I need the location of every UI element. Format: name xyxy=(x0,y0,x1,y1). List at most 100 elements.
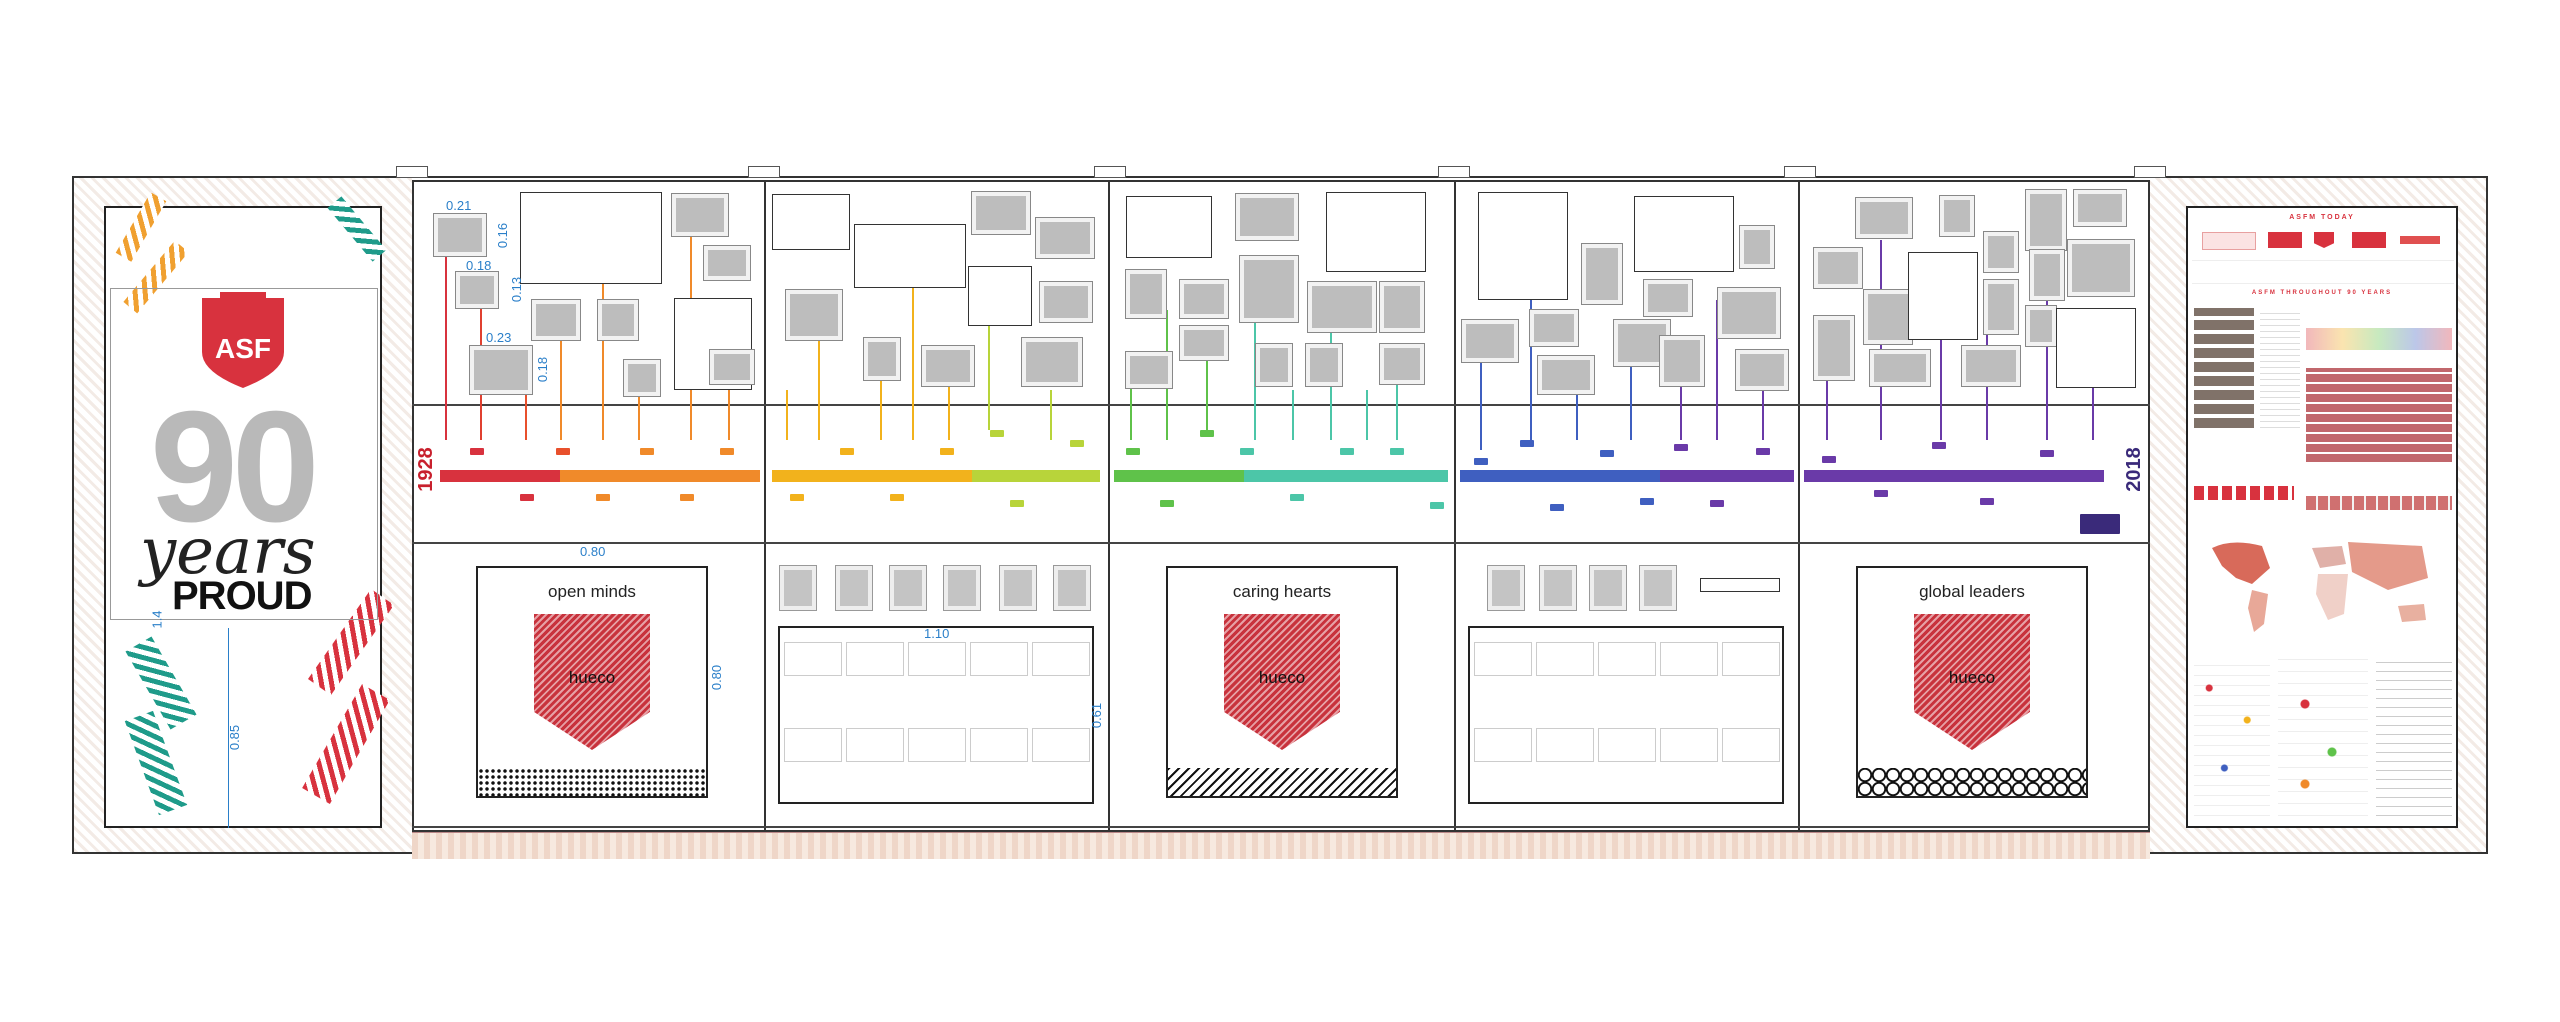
stem xyxy=(560,336,562,440)
text-panel xyxy=(1700,578,1780,592)
photo xyxy=(2067,239,2135,297)
panel-divider-2 xyxy=(1108,180,1110,832)
tick xyxy=(1550,504,1564,511)
timeline-bar-teal xyxy=(1244,470,1448,482)
value-placeholder: hueco xyxy=(1258,668,1306,687)
ribbon-teal-3 xyxy=(124,710,188,816)
stem xyxy=(1292,390,1294,440)
text-panel xyxy=(1326,192,1426,272)
grid-cell xyxy=(908,728,966,762)
map-africa xyxy=(2316,574,2348,620)
grid-cell xyxy=(1032,728,1090,762)
ribbon-red-2 xyxy=(302,684,390,804)
value-placeholder: hueco xyxy=(568,668,616,687)
value-card-open-minds: open minds hueco xyxy=(476,566,708,798)
stem xyxy=(988,320,990,430)
tick xyxy=(1822,456,1836,463)
stem xyxy=(638,364,640,440)
dot-pattern xyxy=(478,768,706,796)
stem xyxy=(1396,380,1398,440)
photo xyxy=(1539,565,1577,611)
tick xyxy=(1340,448,1354,455)
icon-collage-1 xyxy=(2194,656,2270,816)
stem xyxy=(602,280,604,440)
icon-collage-2 xyxy=(2278,656,2368,816)
photo xyxy=(1589,565,1627,611)
text-panel xyxy=(2056,308,2136,388)
cap-6 xyxy=(2134,166,2166,178)
photo xyxy=(889,565,927,611)
ribbon-teal-2 xyxy=(125,636,197,730)
photo xyxy=(971,191,1031,235)
photo xyxy=(1035,217,1095,259)
photo xyxy=(1717,287,1781,339)
shield-icon xyxy=(202,298,284,388)
photo xyxy=(1305,343,1343,387)
tick xyxy=(1520,440,1534,447)
stem xyxy=(1940,340,1942,440)
photo xyxy=(709,349,755,385)
text-panel xyxy=(1126,196,1212,258)
dim-016: 0.16 xyxy=(495,222,511,249)
photo xyxy=(1735,349,1789,391)
school-logo xyxy=(2202,232,2256,250)
tick xyxy=(1874,490,1888,497)
grid-cell xyxy=(1598,642,1656,676)
dim-080-height: 0.80 xyxy=(709,664,725,691)
photo xyxy=(2025,189,2067,251)
map-south-america xyxy=(2248,590,2268,632)
grid-cell xyxy=(970,642,1028,676)
grid-box-2 xyxy=(1468,626,1784,804)
photo xyxy=(1813,247,1863,289)
photo xyxy=(1379,343,1425,385)
stem xyxy=(1050,390,1052,440)
tick xyxy=(1674,444,1688,451)
grid-box-1 xyxy=(778,626,1094,804)
timeline-bar-violet xyxy=(1660,470,1794,482)
text-panel xyxy=(1478,192,1568,300)
row-line-top xyxy=(412,404,2150,406)
timeline-bar-lime xyxy=(972,470,1100,482)
tick xyxy=(720,448,734,455)
tick xyxy=(1430,502,1444,509)
stem xyxy=(1680,380,1682,440)
value-title: open minds xyxy=(548,582,636,601)
asfm-logo xyxy=(2268,232,2302,248)
stem xyxy=(1762,390,1764,440)
text-panel xyxy=(1908,252,1978,340)
stem xyxy=(1130,370,1132,440)
photo xyxy=(1529,309,1579,347)
photo xyxy=(703,245,751,281)
cap-1 xyxy=(396,166,428,178)
stem xyxy=(1716,300,1718,440)
tick xyxy=(1980,498,1994,505)
dim-018: 0.18 xyxy=(466,258,492,273)
text-panel xyxy=(968,266,1032,326)
dim-013: 0.13 xyxy=(509,276,525,303)
photo xyxy=(2029,249,2065,301)
photo xyxy=(623,359,661,397)
photo xyxy=(1869,349,1931,387)
logo-text: ASF xyxy=(215,333,271,364)
tick xyxy=(940,448,954,455)
asf-shield-logo: ASF xyxy=(202,292,284,388)
zigzag-pattern xyxy=(1168,768,1396,796)
value-placeholder: hueco xyxy=(1948,668,1996,687)
stem xyxy=(818,340,820,440)
grid-cell xyxy=(1536,728,1594,762)
tick xyxy=(990,430,1004,437)
photo xyxy=(1255,343,1293,387)
photo xyxy=(1039,281,1093,323)
asfm-today-card: ASFM TODAY ASFM THROUGHOUT 90 YEARS xyxy=(2186,206,2458,828)
stem xyxy=(948,380,950,440)
timeline-bar-purple xyxy=(1804,470,2104,482)
value-title: global leaders xyxy=(1919,582,2025,601)
grid-cell xyxy=(970,728,1028,762)
value-title: caring hearts xyxy=(1232,582,1332,601)
grid-cell xyxy=(846,728,904,762)
shield-icon xyxy=(2314,232,2334,248)
wing-icon xyxy=(2400,236,2440,244)
tick xyxy=(470,448,484,455)
right-header: ASFM TODAY xyxy=(2289,214,2355,221)
tick xyxy=(1240,448,1254,455)
